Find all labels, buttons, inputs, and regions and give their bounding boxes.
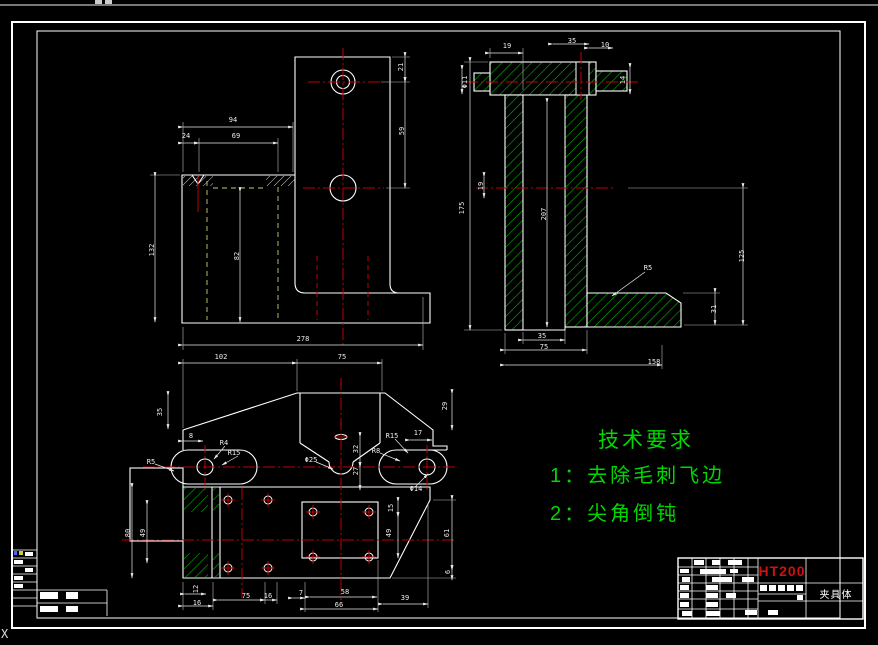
title-block [677,557,864,620]
part-name-label: 夹具体 [819,590,853,601]
tech-requirement-1: 1：去除毛刺飞边 [550,465,726,487]
material-label: HT200 [758,563,806,579]
window-top-edge [0,0,878,6]
ucs-icon: X [1,627,9,641]
top-view [122,359,458,612]
title-block-microtext [680,560,803,616]
section-view [460,42,748,369]
tech-requirement-2: 2：尖角倒钝 [550,503,680,525]
front-view [150,48,431,350]
sheet-frame [11,21,866,629]
frame-reference-strip [12,549,108,616]
tech-requirements-title: 技术要求 [598,429,694,452]
